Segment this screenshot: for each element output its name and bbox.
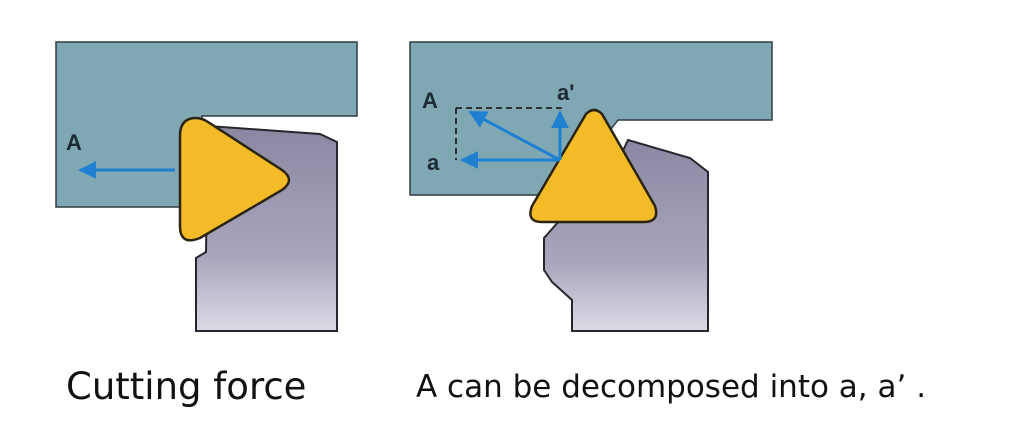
component-label-a: a — [427, 150, 440, 175]
cutting-insert — [178, 116, 291, 242]
right-panel: A a a' — [409, 41, 773, 332]
component-label-a-prime: a' — [557, 80, 574, 105]
left-caption: Cutting force — [66, 365, 307, 408]
decomposition-dashed-lines — [455, 107, 562, 160]
force-label-A: A — [66, 130, 82, 155]
cutting-insert — [529, 108, 658, 224]
resultant-label-A: A — [422, 88, 438, 113]
workpiece — [55, 41, 358, 208]
resultant-force-arrow — [468, 110, 561, 162]
left-panel: A — [55, 41, 358, 332]
right-caption: A can be decomposed into a, a’ . — [416, 369, 927, 405]
